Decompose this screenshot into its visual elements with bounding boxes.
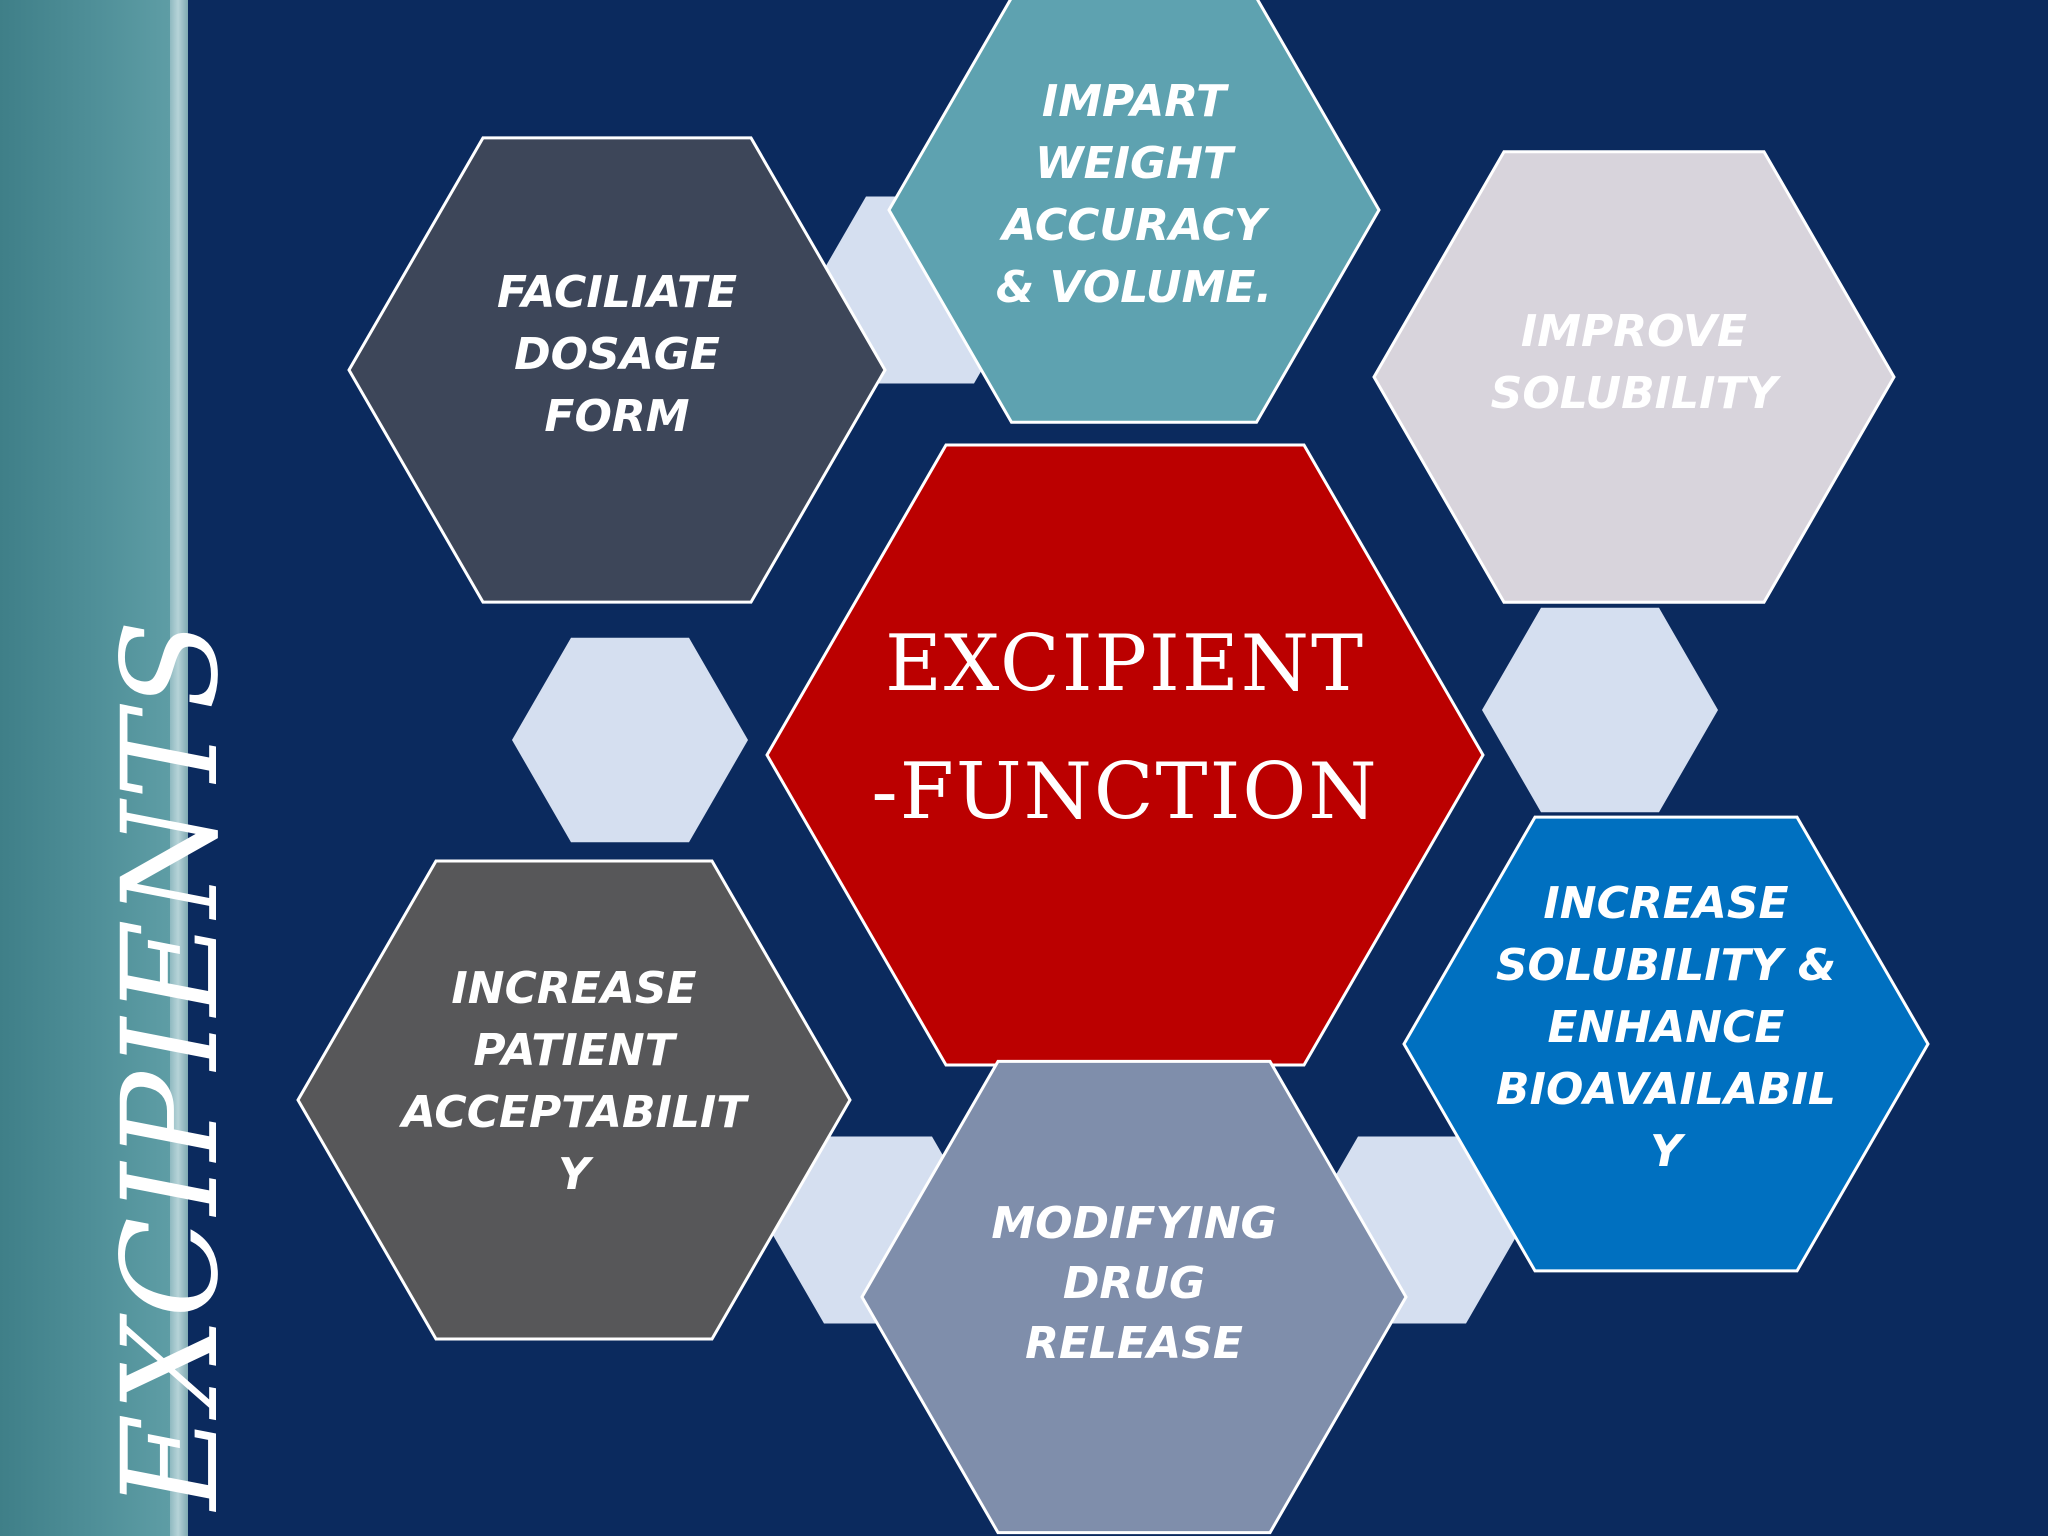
function-label-impart-weight-accuracy: IMPART WEIGHT ACCURACY & VOLUME.	[996, 76, 1272, 313]
function-label-facilitate-dosage-form-line: FORM	[544, 391, 689, 442]
center-label-line: -FUNCTION	[871, 747, 1378, 837]
sidebar-band	[0, 0, 170, 1536]
function-label-increase-solubility-bioavailability-line: SOLUBILITY &	[1496, 940, 1836, 991]
function-label-improve-solubility: IMPROVE SOLUBILITY	[1491, 306, 1782, 419]
label-layer: FACILIATE DOSAGE FORM IMPART WEIGHT ACCURACY &…	[399, 76, 1836, 1369]
connector-hex-solubility-enhance	[1482, 607, 1718, 813]
function-label-modifying-drug-release: MODIFYING DRUG RELEASE	[991, 1198, 1276, 1369]
sidebar-stripe	[170, 0, 188, 1536]
function-label-increase-solubility-bioavailability-line: Y	[1650, 1126, 1686, 1177]
function-hex-facilitate-dosage-form	[347, 136, 887, 604]
function-label-increase-patient-acceptability-line: INCREASE	[451, 963, 696, 1014]
function-label-facilitate-dosage-form-line: FACILIATE	[497, 267, 737, 318]
function-hex-impart-weight-accuracy	[887, 0, 1381, 424]
function-hex-improve-solubility	[1372, 150, 1896, 604]
function-label-improve-solubility-line: SOLUBILITY	[1491, 368, 1782, 419]
function-label-increase-solubility-bioavailability-line: INCREASE	[1543, 878, 1788, 929]
function-label-increase-patient-acceptability: INCREASE PATIENT ACCEPTABILIT Y	[399, 963, 750, 1200]
function-label-impart-weight-accuracy-line: IMPART	[1042, 76, 1229, 127]
function-label-increase-solubility-bioavailability-line: BIOAVAILABIL	[1496, 1064, 1836, 1115]
function-label-increase-patient-acceptability-line: PATIENT	[473, 1025, 677, 1076]
function-hex-increase-solubility-bioavailability	[1402, 815, 1930, 1273]
function-label-impart-weight-accuracy-line: & VOLUME.	[996, 262, 1272, 313]
function-label-increase-patient-acceptability-line: Y	[558, 1149, 594, 1200]
function-label-modifying-drug-release-line: RELEASE	[1025, 1318, 1243, 1369]
function-label-improve-solubility-line: IMPROVE	[1521, 306, 1747, 357]
function-hex-modifying-drug-release	[860, 1059, 1408, 1535]
center-label-line: EXCIPIENT	[885, 619, 1365, 709]
connector-hex-facilitate-patient	[512, 637, 748, 843]
function-hex-increase-patient-acceptability	[296, 859, 852, 1341]
function-label-facilitate-dosage-form-line: DOSAGE	[514, 329, 720, 380]
hexagon-layer	[296, 0, 1930, 1535]
function-label-increase-patient-acceptability-line: ACCEPTABILIT	[399, 1087, 750, 1138]
function-label-impart-weight-accuracy-line: ACCURACY	[999, 200, 1270, 251]
function-label-impart-weight-accuracy-line: WEIGHT	[1035, 138, 1236, 189]
center-hex	[765, 443, 1485, 1067]
function-label-increase-solubility-bioavailability-line: ENHANCE	[1548, 1002, 1785, 1053]
function-label-modifying-drug-release-line: MODIFYING	[991, 1198, 1276, 1249]
function-label-modifying-drug-release-line: DRUG	[1063, 1258, 1205, 1309]
function-label-facilitate-dosage-form: FACILIATE DOSAGE FORM	[497, 267, 737, 442]
center-label: EXCIPIENT -FUNCTION	[871, 619, 1378, 837]
function-label-increase-solubility-bioavailability: INCREASE SOLUBILITY & ENHANCE BIOAVAILABIL Y	[1496, 878, 1836, 1177]
